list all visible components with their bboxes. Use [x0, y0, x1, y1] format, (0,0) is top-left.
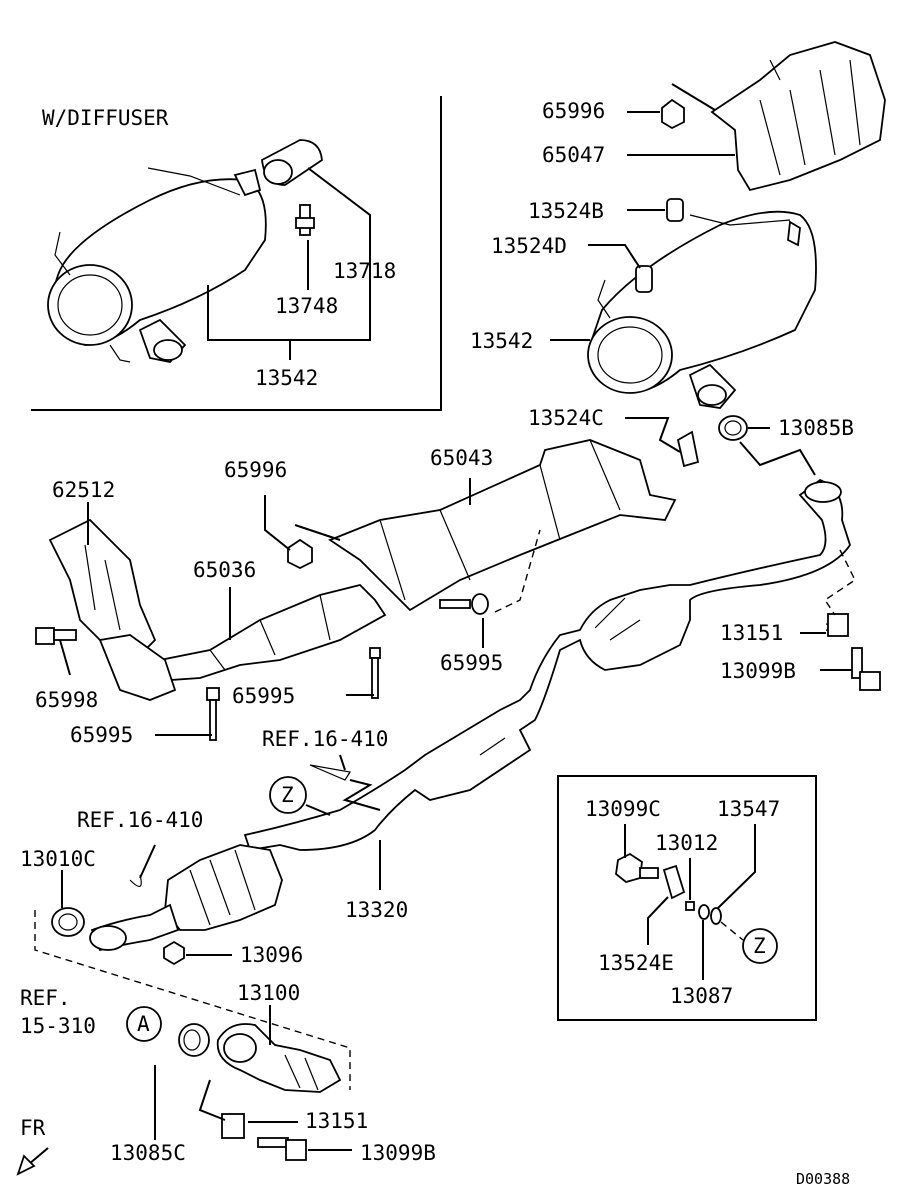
- main-muffler[interactable]: [587, 210, 817, 409]
- heat-shield-center[interactable]: [328, 439, 677, 612]
- front-catalytic-converter[interactable]: [89, 844, 283, 952]
- nut-65996-mid[interactable]: [287, 538, 313, 570]
- label-13087: 13087: [670, 984, 733, 1008]
- heat-shield-62512[interactable]: [48, 518, 177, 701]
- diffuser-pipe[interactable]: [261, 139, 323, 186]
- hanger-13524D[interactable]: [635, 265, 653, 293]
- label-65047: 65047: [542, 143, 605, 167]
- label-fr: FR: [20, 1116, 46, 1140]
- label-13542-inset: 13542: [255, 366, 318, 390]
- label-13542-main: 13542: [470, 329, 533, 353]
- label-ref-16-410-mid: REF.16-410: [262, 727, 388, 751]
- inset-title: W/DIFFUSER: [42, 106, 169, 130]
- label-13012: 13012: [655, 831, 718, 855]
- label-13524D: 13524D: [491, 234, 567, 258]
- marker-z-detail[interactable]: Z: [742, 928, 778, 964]
- label-65996-mid: 65996: [224, 458, 287, 482]
- label-13096: 13096: [240, 943, 303, 967]
- label-13718: 13718: [333, 259, 396, 283]
- bolt-13099B-bottom[interactable]: [257, 1137, 307, 1161]
- front-direction-arrow: FR: [16, 1116, 49, 1176]
- label-13010C: 13010C: [20, 847, 96, 871]
- label-ref-15-310-b: 15-310: [20, 1014, 96, 1038]
- label-65043: 65043: [430, 446, 493, 470]
- spring-13151-bottom[interactable]: [221, 1113, 245, 1139]
- bolt-65995-right[interactable]: [439, 593, 489, 615]
- detail-box-z: 13099C 13547 13012 13524E 13087 Z: [557, 775, 817, 1021]
- label-13524E: 13524E: [598, 951, 674, 975]
- nut-65996-top[interactable]: [661, 98, 685, 130]
- spring-13151-right[interactable]: [825, 613, 849, 637]
- label-13524C: 13524C: [528, 406, 604, 430]
- label-13547: 13547: [717, 797, 780, 821]
- label-13748: 13748: [275, 294, 338, 318]
- ref-16-410-mid-arrow[interactable]: [309, 754, 351, 781]
- label-13085B: 13085B: [778, 416, 854, 440]
- heat-shield-front[interactable]: [158, 584, 387, 681]
- label-65998: 65998: [35, 688, 98, 712]
- bolt-13099C[interactable]: [615, 852, 659, 883]
- label-13099C: 13099C: [585, 797, 661, 821]
- front-pipe-13100[interactable]: [216, 1023, 342, 1093]
- nut-13096[interactable]: [163, 940, 185, 966]
- nut-13547[interactable]: [710, 907, 722, 925]
- label-62512: 62512: [52, 478, 115, 502]
- label-13524B: 13524B: [528, 199, 604, 223]
- marker-a-main[interactable]: A: [126, 1006, 162, 1042]
- label-13151-right: 13151: [720, 621, 783, 645]
- inset-diffuser: W/DIFFUSER 13718 13748 13542: [31, 96, 442, 411]
- label-65995-mid: 65995: [232, 684, 295, 708]
- svg-text:A: A: [137, 1012, 150, 1036]
- label-13099B-bottom: 13099B: [360, 1141, 436, 1165]
- label-13151-bottom: 13151: [305, 1109, 368, 1133]
- washer-13087[interactable]: [698, 904, 710, 920]
- label-13099B-right: 13099B: [720, 659, 796, 683]
- gasket-13010C[interactable]: [51, 907, 85, 937]
- label-13320: 13320: [345, 898, 408, 922]
- bolt-65995-mid[interactable]: [369, 647, 381, 699]
- label-65995-left: 65995: [70, 723, 133, 747]
- label-65036: 65036: [193, 558, 256, 582]
- gasket-13085B[interactable]: [718, 415, 748, 441]
- label-ref-15-310-a: REF.: [20, 986, 71, 1010]
- svg-text:Z: Z: [281, 783, 294, 807]
- heat-shield-rear[interactable]: [710, 41, 886, 192]
- diffuser-muffler[interactable]: [47, 167, 267, 363]
- hanger-13524C[interactable]: [676, 430, 700, 468]
- diffuser-bolt[interactable]: [295, 204, 315, 236]
- label-13085C: 13085C: [110, 1141, 186, 1165]
- gasket-13085C[interactable]: [178, 1023, 210, 1057]
- bolt-65995-left[interactable]: [206, 687, 220, 741]
- label-ref-16-410-left: REF.16-410: [77, 808, 203, 832]
- label-13100: 13100: [237, 981, 300, 1005]
- washer-13012[interactable]: [685, 901, 695, 911]
- marker-z-main[interactable]: Z: [269, 776, 307, 814]
- label-65996-top: 65996: [542, 99, 605, 123]
- label-65995-right: 65995: [440, 651, 503, 675]
- drawing-code: D00388: [796, 1170, 850, 1187]
- bolt-65998[interactable]: [35, 627, 77, 645]
- main-exhaust-pipe[interactable]: [243, 478, 851, 852]
- hanger-13524B[interactable]: [666, 198, 684, 222]
- hanger-13524E[interactable]: [662, 864, 686, 900]
- bolt-13099B-right[interactable]: [851, 647, 881, 691]
- svg-text:Z: Z: [753, 934, 766, 958]
